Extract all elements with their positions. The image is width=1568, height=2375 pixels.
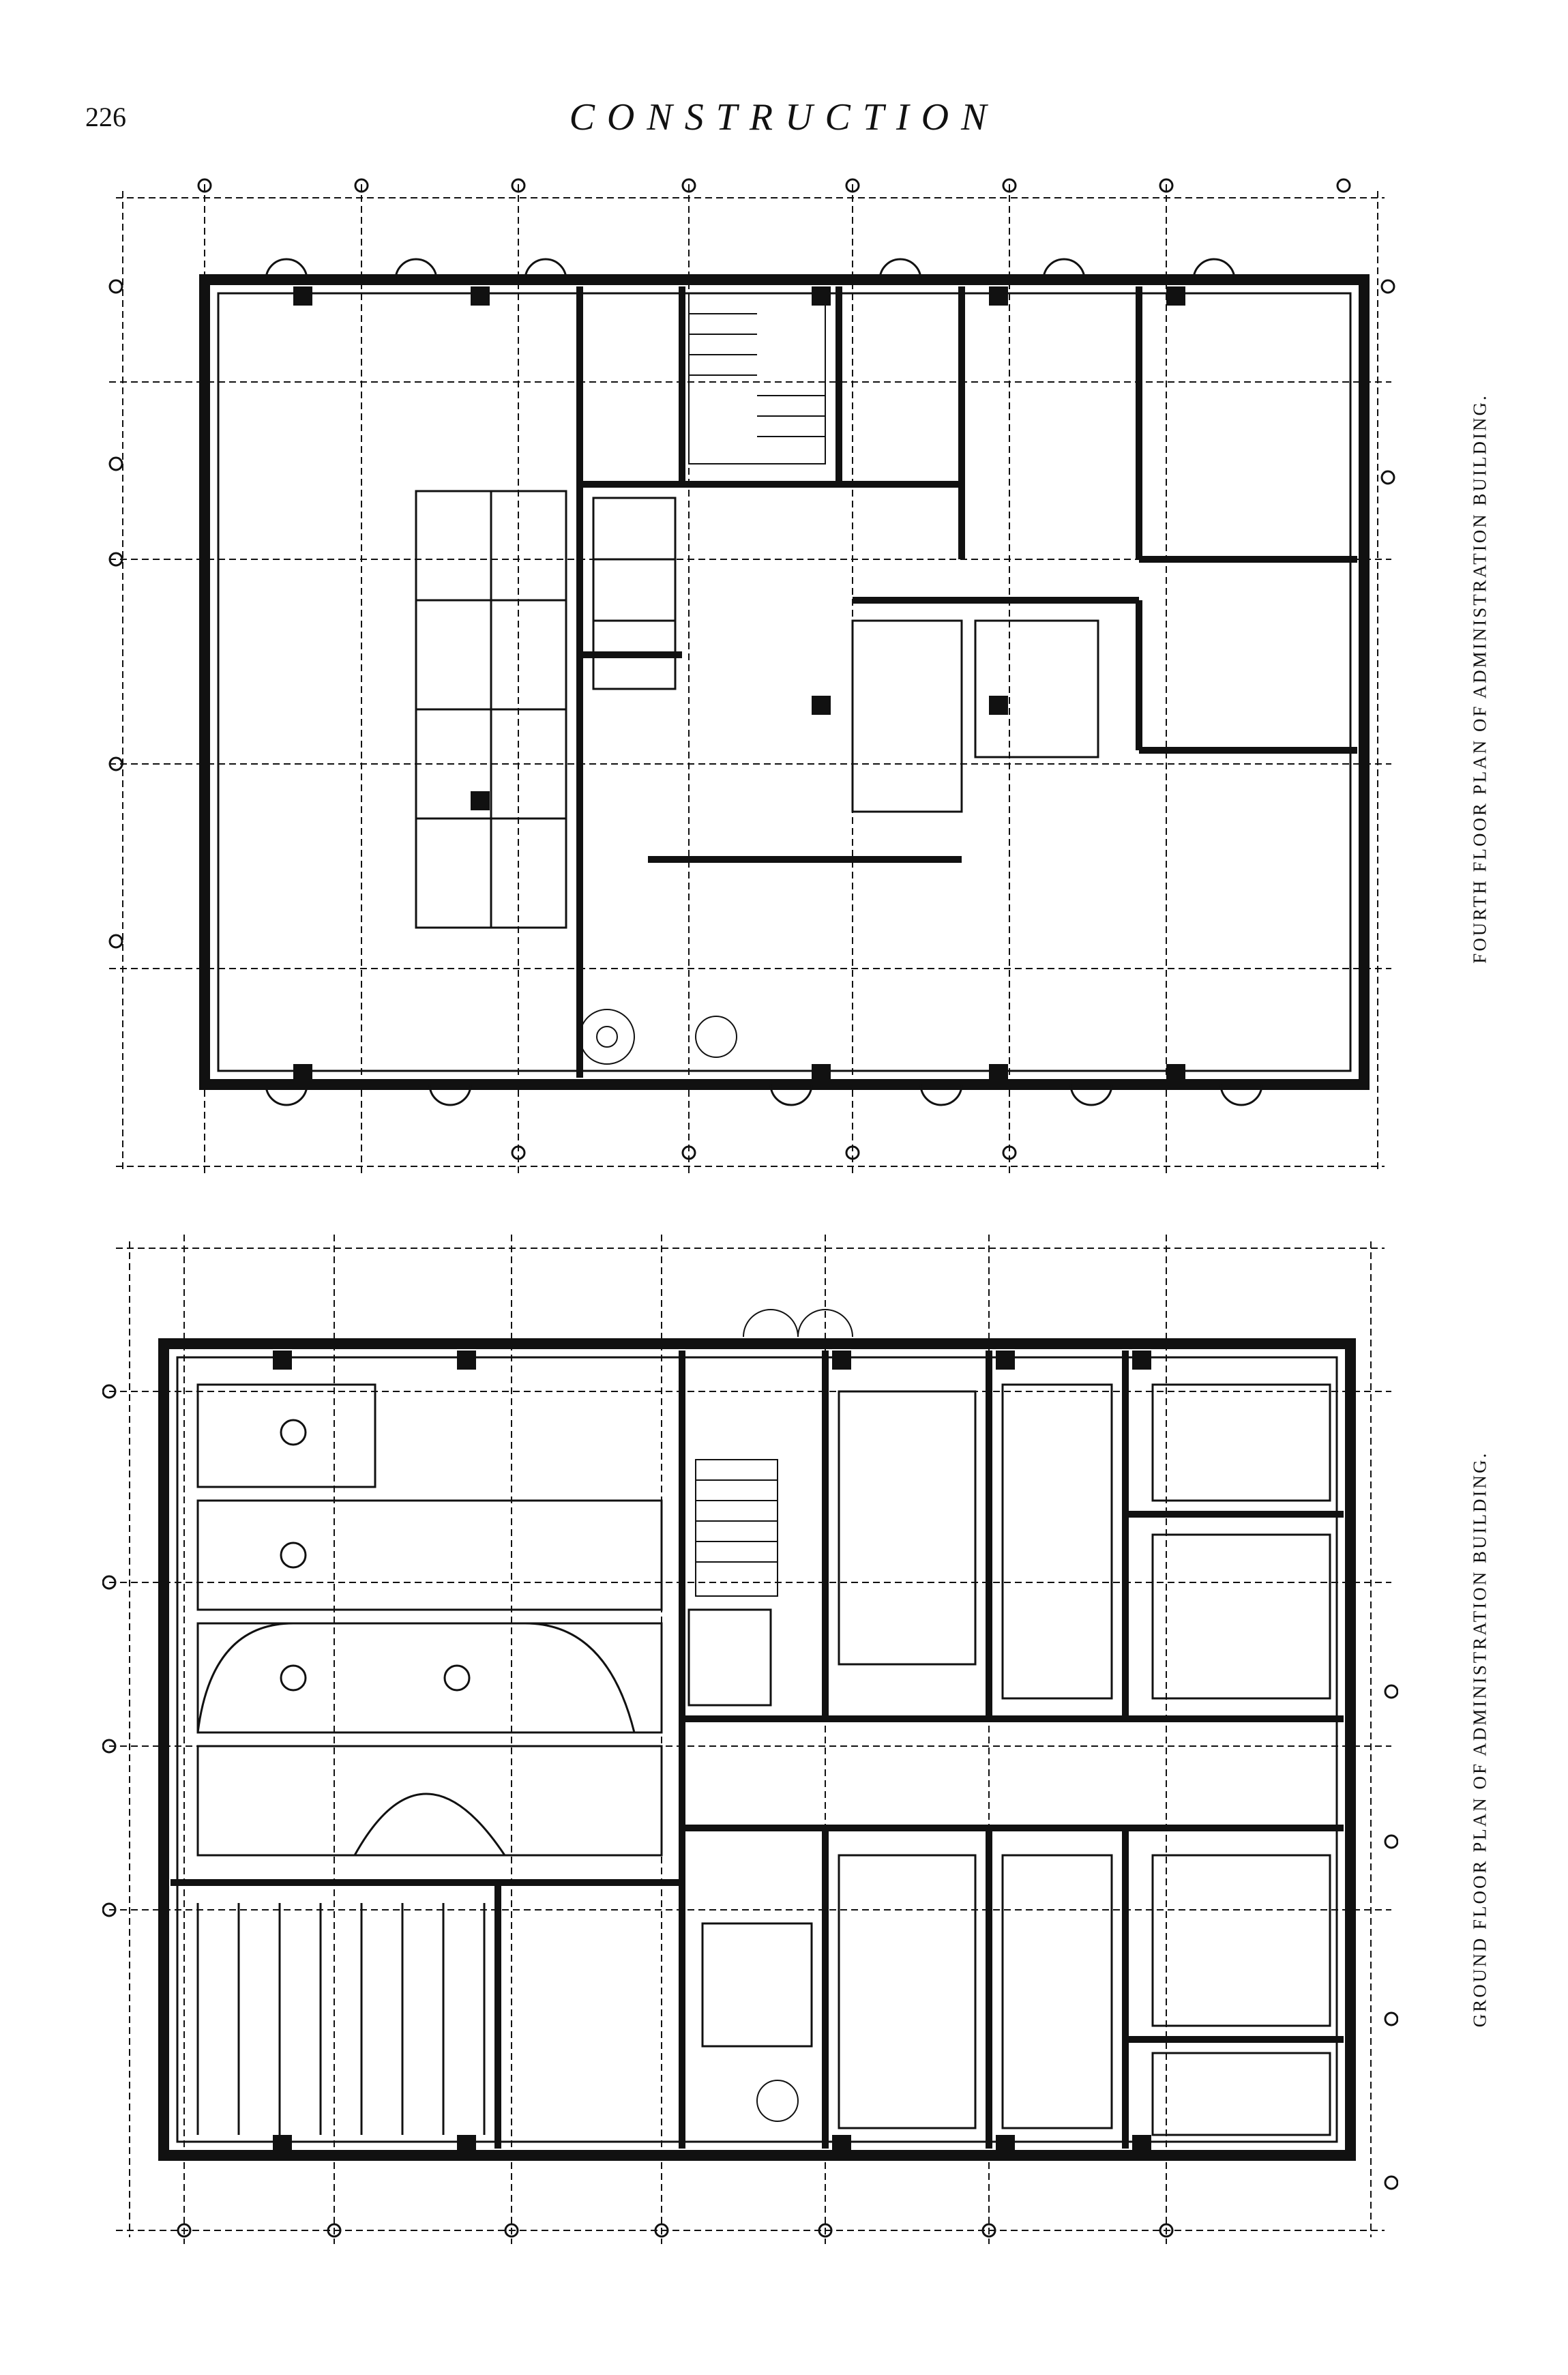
page-number: 226 xyxy=(85,102,126,132)
ground-floor-plan-drawing xyxy=(102,1228,1398,2251)
running-head: CONSTRUCTION xyxy=(569,96,999,138)
ground-floor-plan-caption: GROUND FLOOR PLAN OF ADMINISTRATION BUIL… xyxy=(1469,1451,1490,2028)
fourth-floor-plan-drawing xyxy=(102,177,1398,1180)
fourth-floor-plan-caption: FOURTH FLOOR PLAN OF ADMINISTRATION BUIL… xyxy=(1469,394,1490,964)
